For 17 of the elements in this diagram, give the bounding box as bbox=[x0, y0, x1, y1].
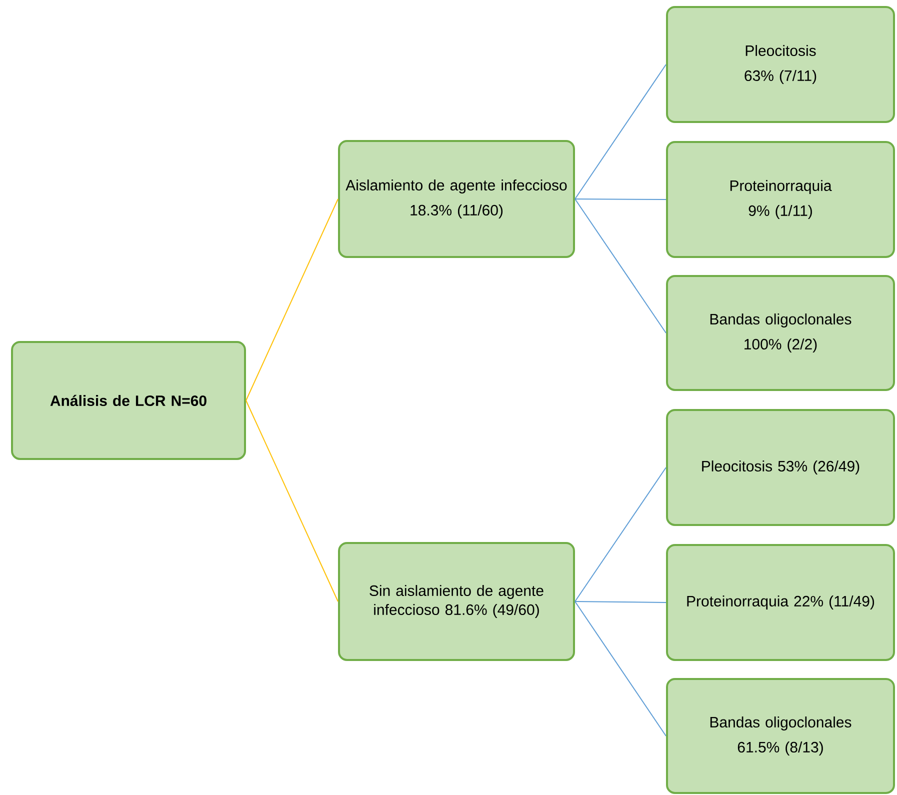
process-box: Pleocitosis 53% (26/49) bbox=[666, 409, 895, 526]
process-box: Aislamiento de agente infeccioso 18.3% (11/60) bbox=[338, 140, 575, 258]
process-box: Análisis de LCR N=60 bbox=[11, 340, 246, 460]
process-box: Bandas oligoclonales 100% (2/2) bbox=[666, 274, 895, 391]
connector-line bbox=[574, 198, 666, 200]
process-box: Proteinorraquia 9% (1/11) bbox=[666, 141, 895, 258]
connector-line bbox=[574, 600, 666, 736]
process-box: Sin aislamiento de agente infeccioso 81.6% (49/60) bbox=[338, 542, 575, 661]
connector-line bbox=[246, 198, 338, 401]
connector-line bbox=[246, 400, 338, 602]
process-box: Proteinorraquia 22% (11/49) bbox=[666, 544, 895, 661]
connector-line bbox=[574, 64, 666, 200]
connector-line bbox=[574, 198, 666, 334]
connector-line bbox=[574, 600, 666, 603]
process-box: Bandas oligoclonales 61.5% (8/13) bbox=[666, 678, 895, 794]
process-box: Pleocitosis 63% (7/11) bbox=[666, 6, 895, 123]
connector-line bbox=[574, 466, 666, 602]
